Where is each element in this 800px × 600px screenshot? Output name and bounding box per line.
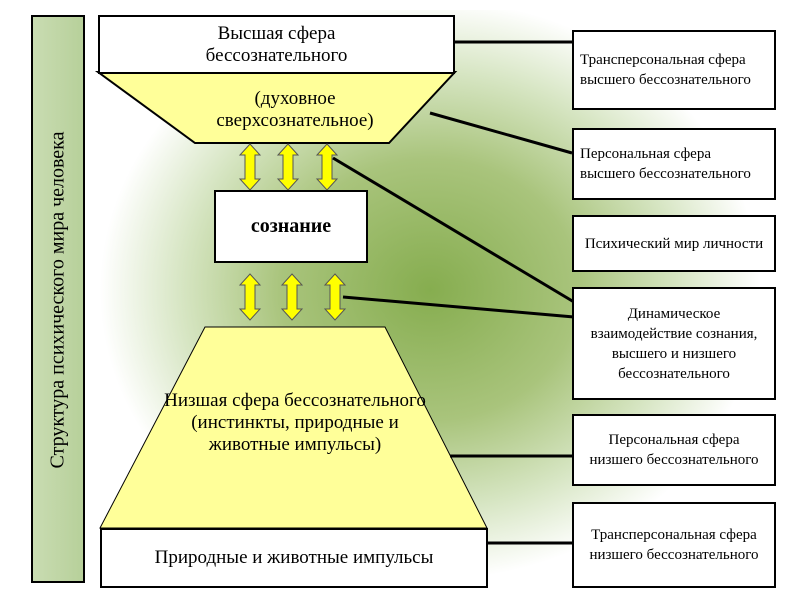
higher-sphere-title: Высшая сфера бессознательного [205,22,348,66]
right-box-personal-higher: Персональная сфера высшего бессознательн… [572,128,776,200]
lower-sphere-title: Низшая сфера бессознательного (инстинкты… [164,390,426,455]
double-arrow-icon [316,143,338,191]
connector-lines [332,40,575,545]
right-box-psychic-world: Психический мир личности [572,215,776,272]
right-box-personal-lower: Персональная сфера низшего бессознательн… [572,414,776,486]
higher-sphere-subtitle: (духовное сверхсознательное) [216,88,374,131]
double-arrow-icon [281,273,303,321]
double-arrow-icon [277,143,299,191]
consciousness-label: сознание [250,215,332,237]
consciousness-box: сознание [214,190,368,263]
natural-impulses-label: Природные и животные импульсы [154,547,434,568]
right-box-transpersonal-higher: Трансперсональная сфера высшего бессозна… [572,30,776,110]
right-box-transpersonal-lower: Трансперсональная сфера низшего бессозна… [572,502,776,588]
right-box-dynamic-interaction: Динамическое взаимодействие сознания, вы… [572,287,776,400]
natural-impulses-box: Природные и животные импульсы [100,528,488,588]
double-arrow-icon [239,273,261,321]
side-label-bar [31,15,85,583]
right-box-label: Трансперсональная сфера высшего бессозна… [580,52,751,88]
double-arrow-icon [324,273,346,321]
higher-sphere-box: Высшая сфера бессознательного [98,15,455,74]
right-box-label: Персональная сфера высшего бессознательн… [580,146,751,182]
right-box-label: Психический мир личности [584,235,764,252]
double-arrow-icon [239,143,261,191]
right-box-label: Трансперсональная сфера низшего бессозна… [589,527,759,563]
right-box-label: Динамическое взаимодействие сознания, вы… [590,305,758,382]
right-box-label: Персональная сфера низшего бессознательн… [589,432,759,468]
